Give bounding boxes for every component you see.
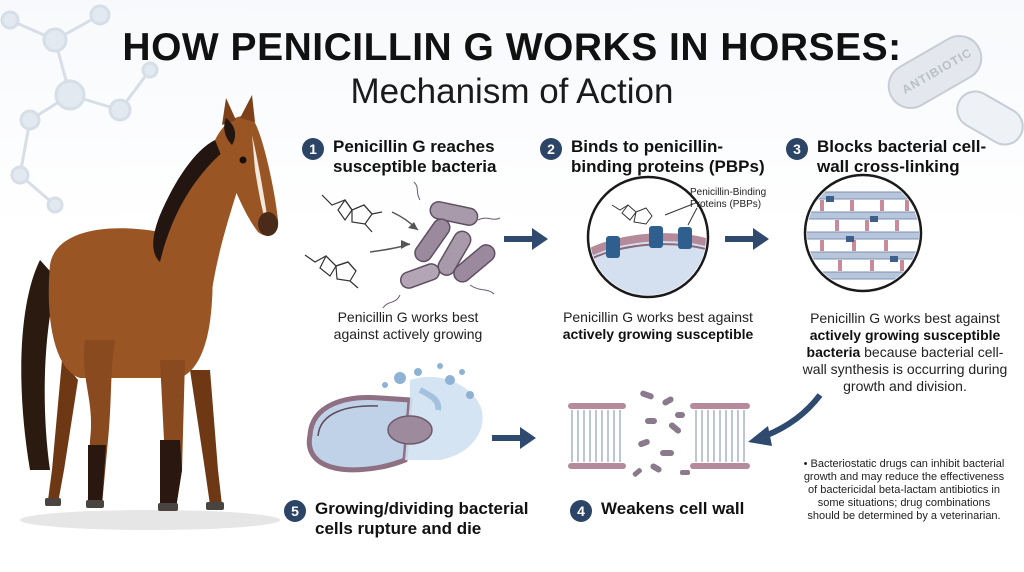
step-label: Growing/dividing bacterial cells rupture… [315,499,529,538]
step-4: 4 Weakens cell wall [570,499,744,522]
step3-description: Penicillin G works best against actively… [800,310,1010,395]
arrow-3-to-4 [748,393,823,446]
rod-bacteria [399,201,496,289]
step4-illustration [568,390,750,477]
arrow-2-to-3 [725,228,769,250]
pill-decoration [887,35,1024,146]
step-5: 5 Growing/dividing bacterial cells ruptu… [284,499,528,539]
page-title: HOW PENICILLIN G WORKS IN HORSES: [122,26,902,69]
step3-description-bold: actively growing susceptible bacteria [806,327,1001,360]
step-number-badge: 1 [302,138,324,160]
step-number-badge: 4 [570,500,592,522]
step3-illustration [803,173,923,293]
step1-description: Penicillin G works best against actively… [333,309,483,342]
step-label: Blocks bacterial cell- wall cross-linkin… [817,137,987,176]
arrow-5-to-4 [492,427,536,449]
step2-description: Penicillin G works best against actively… [548,309,768,343]
step2-description-plain: Penicillin G works best against [563,309,753,325]
step-number-badge: 5 [284,500,306,522]
footnote: • Bacteriostatic drugs can inhibit bacte… [803,458,1005,522]
arrow-1-to-2 [504,228,548,250]
step-label: Binds to penicillin- binding proteins (P… [571,137,765,176]
step-number-badge: 2 [540,138,562,160]
step2-description-bold: actively growing susceptible [562,326,754,342]
molecule-network-decoration [0,4,159,214]
step3-description-plain: Penicillin G works best against [810,310,1000,326]
page-subtitle: Mechanism of Action [350,72,674,111]
penicillin-molecule [321,194,383,233]
flow-arrows [492,228,769,449]
step3-description-rest: because bacterial cell-wall synthesis is… [802,344,1008,394]
step-2: 2 Binds to penicillin- binding proteins … [540,137,765,177]
step-label: Weakens cell wall [601,499,745,518]
step1-illustration [304,181,501,309]
horse-illustration [20,95,280,530]
step5-illustration [306,363,483,473]
step-label: Penicillin G reaches susceptible bacteri… [333,137,497,176]
step-number-badge: 3 [786,138,808,160]
penicillin-molecule [304,254,359,289]
step-1: 1 Penicillin G reaches susceptible bacte… [302,137,496,177]
step-3: 3 Blocks bacterial cell- wall cross-link… [786,137,986,177]
pbp-label: Penicillin-Binding Proteins (PBPs) [690,187,767,210]
